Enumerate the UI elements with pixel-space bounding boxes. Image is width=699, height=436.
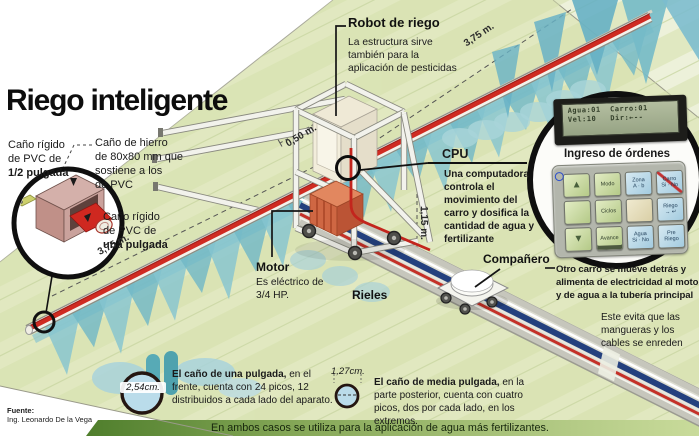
lcd-line-2: Vel:10 Dir:←-- xyxy=(567,113,644,124)
keypad-button-6[interactable]: Ciclos xyxy=(594,198,623,224)
pipe-end-callout xyxy=(32,275,56,334)
label-cpu-desc: Una computadora controla el movimiento d… xyxy=(444,169,535,245)
keypad-button-12[interactable]: Pre Riego xyxy=(657,223,686,249)
label-cpu-title: CPU xyxy=(442,147,469,161)
companion-cart xyxy=(436,269,510,315)
label-pvc-half-bold: 1/2 pulgada xyxy=(8,167,69,179)
section-one-inch-size: 2,54cm. xyxy=(120,382,166,393)
source-credit: Fuente: Ing. Leonardo De la Vega xyxy=(7,406,102,424)
footer-bar xyxy=(86,420,699,436)
section-half-inch-size: 1,27cm. xyxy=(331,366,365,377)
water-mist xyxy=(92,0,699,398)
motor-box xyxy=(309,180,364,237)
section-one-inch-lead: El caño de una pulgada, xyxy=(172,369,287,380)
source-label: Fuente: xyxy=(7,406,35,415)
callout-lines xyxy=(37,25,555,288)
label-robot-title: Robot de riego xyxy=(348,15,440,30)
label-companero-title: Compañero xyxy=(483,252,550,266)
label-companero-note: Este evita que las mangueras y los cable… xyxy=(601,312,683,349)
iron-support-beams xyxy=(152,95,346,215)
measurement-height: 1,15 m. xyxy=(418,206,429,240)
cpu-housing xyxy=(312,95,378,185)
keypad-button-7[interactable] xyxy=(625,197,654,223)
footer-note: En ambos casos se utiliza para la aplica… xyxy=(211,422,549,434)
lcd-display: Agua:01 Carro:01 Vel:10 Dir:←-- xyxy=(553,94,688,146)
section-half-inch-text: El caño de media pulgada, en la parte po… xyxy=(374,376,546,428)
section-half-inch-lead: El caño de media pulgada, xyxy=(374,377,500,388)
lcd-screen: Agua:01 Carro:01 Vel:10 Dir:←-- xyxy=(561,99,680,138)
label-pvc-one-inch: Caño rígido de PVC de una pulgada xyxy=(103,210,189,252)
label-pvc-half-text: Caño rígido de PVC de xyxy=(8,139,65,165)
keypad-button-2[interactable]: Modo xyxy=(593,171,622,197)
keypad-button-8[interactable]: Riego → ↵ xyxy=(656,196,685,222)
keypad-button-5[interactable] xyxy=(563,200,592,225)
robot-wheels xyxy=(301,223,402,261)
keypad-button-10[interactable]: Avance xyxy=(595,225,624,251)
source-name: Ing. Leonardo De la Vega xyxy=(7,415,93,424)
label-pvc-one-text: Caño rígido de PVC de xyxy=(103,211,160,237)
pipe-cross-section-inset xyxy=(11,166,125,280)
keypad-button-4[interactable]: Carro Si · No xyxy=(655,169,684,195)
section-half-inch-rest: en la parte posterior, cuenta con cuatro… xyxy=(374,377,525,427)
power-cable xyxy=(349,148,431,252)
keypad-button-9[interactable]: ▼ xyxy=(564,227,593,252)
cpu-callout-circle xyxy=(335,155,361,181)
page-title: Riego inteligente xyxy=(6,84,228,117)
keypad-button-3[interactable]: Zona A · b xyxy=(624,170,653,196)
label-rieles: Rieles xyxy=(352,288,388,302)
irrigation-robot xyxy=(292,81,434,261)
label-pvc-half-inch: Caño rígido de PVC de 1/2 pulgada xyxy=(8,138,94,180)
label-iron-tube: Caño de hierro de 80x80 mm que sostiene … xyxy=(95,137,184,191)
keypad-button-1[interactable]: ▲ xyxy=(562,173,591,198)
label-ingreso-ordenes: Ingreso de órdenes xyxy=(563,148,671,160)
label-pvc-one-bold: una pulgada xyxy=(103,239,168,251)
section-one-inch-text: El caño de una pulgada, en el frente, cu… xyxy=(172,368,338,407)
label-robot-desc: La estructura sirve también para la apli… xyxy=(348,37,457,74)
label-companero-desc: Otro carro se mueve detrás y alimenta de… xyxy=(556,264,699,301)
section-one-inch-rest: en el frente, cuenta con 24 picos, 12 di… xyxy=(172,369,333,406)
keypad-button-11[interactable]: Agua Si · No xyxy=(626,224,655,250)
label-motor-desc: Es eléctrico de 3/4 HP. xyxy=(256,277,324,301)
label-motor-title: Motor xyxy=(256,260,290,274)
